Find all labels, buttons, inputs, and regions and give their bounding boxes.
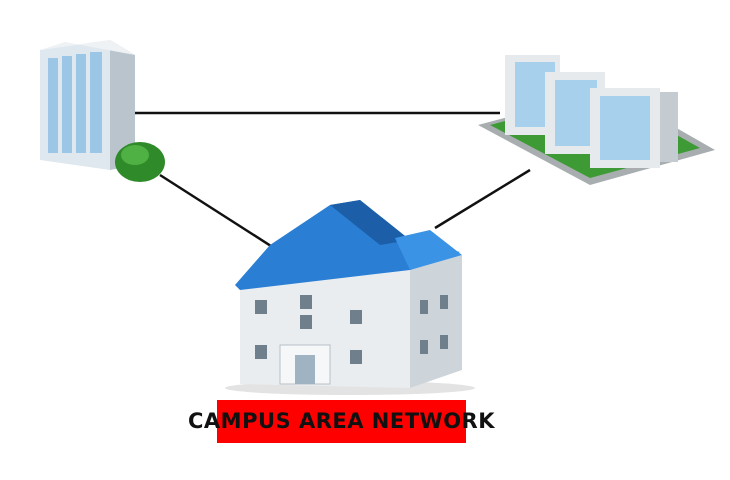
- office-tower-building: [40, 40, 165, 182]
- main-house-building: [225, 200, 475, 395]
- link-complex-house: [434, 168, 531, 230]
- diagram-title-label: CAMPUS AREA NETWORK: [188, 400, 495, 443]
- link-tower-house: [159, 173, 286, 257]
- office-complex-building: [478, 55, 715, 185]
